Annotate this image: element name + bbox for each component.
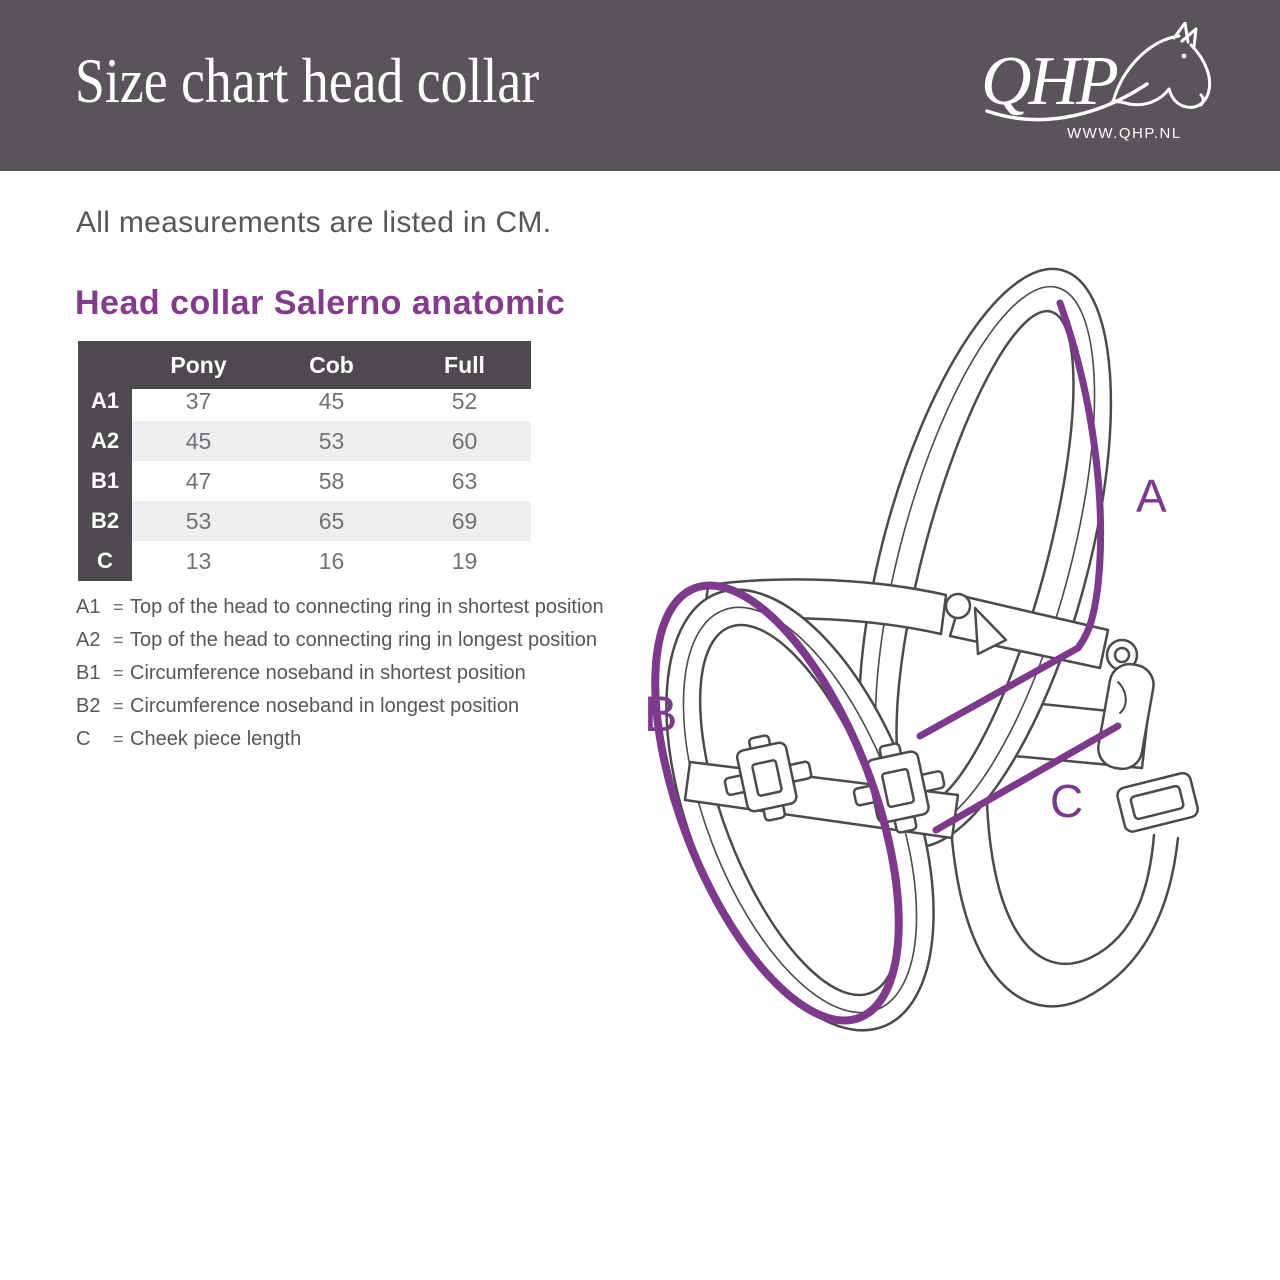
row-label-b2: B2 <box>78 501 132 541</box>
header-bar: Size chart head collar QHP WWW.QHP.NL <box>0 0 1280 171</box>
size-value: 45 <box>132 421 265 461</box>
snap-hook <box>1097 638 1199 833</box>
legend-item-c: C = Cheek piece length <box>76 728 604 761</box>
size-value: 13 <box>185 547 212 574</box>
legend-equals: = <box>113 597 124 617</box>
legend-item-a1: A1 = Top of the head to connecting ring … <box>76 596 604 629</box>
qhp-logo-icon: QHP WWW.QHP.NL <box>981 21 1212 142</box>
legend-desc: Cheek piece length <box>130 728 302 750</box>
row-label-a2: A2 <box>78 421 132 461</box>
row-label-b1: B1 <box>78 461 132 501</box>
product-title: Head collar Salerno anatomic <box>75 284 566 322</box>
measurement-a-line <box>916 299 1105 740</box>
halter-diagram: A B C <box>644 267 1199 1032</box>
column-header-full: Full <box>398 341 531 389</box>
diagram-label-b: B <box>644 686 677 742</box>
legend-equals: = <box>113 630 124 650</box>
legend-key: C <box>76 728 91 750</box>
legend-desc: Top of the head to connecting ring in lo… <box>130 629 597 651</box>
brand-url: WWW.QHP.NL <box>1067 125 1182 142</box>
brand-logo: QHP WWW.QHP.NL <box>975 21 1225 162</box>
page-title: Size chart head collar <box>75 45 540 116</box>
size-value: 69 <box>398 501 531 541</box>
size-value: 58 <box>318 467 345 494</box>
column-header-pony: Pony <box>132 341 265 389</box>
intro-text: All measurements are listed in CM. <box>76 206 552 239</box>
legend-item-a2: A2 = Top of the head to connecting ring … <box>76 629 604 662</box>
size-table: Pony Cob Full A1 37 45 52 A2 45 53 60 B1… <box>78 341 531 581</box>
legend-equals: = <box>113 696 124 716</box>
size-value: 53 <box>132 501 265 541</box>
diagram-label-c: C <box>1050 775 1083 827</box>
legend-desc: Circumference noseband in shortest posit… <box>130 662 526 684</box>
size-value: 16 <box>318 547 345 574</box>
legend-item-b1: B1 = Circumference noseband in shortest … <box>76 662 604 695</box>
legend-item-b2: B2 = Circumference noseband in longest p… <box>76 695 604 728</box>
legend-equals: = <box>113 663 124 683</box>
legend-key: B2 <box>76 695 101 717</box>
legend-desc: Circumference noseband in longest positi… <box>130 695 520 717</box>
size-value: 45 <box>318 387 345 414</box>
diagram-label-a: A <box>1136 470 1167 522</box>
measurement-legend: A1 = Top of the head to connecting ring … <box>76 596 604 761</box>
logo-swoosh <box>985 82 1149 122</box>
size-value: 65 <box>265 501 398 541</box>
size-value: 19 <box>451 547 478 574</box>
row-label-c: C <box>78 541 132 581</box>
legend-equals: = <box>113 729 124 749</box>
halter-line-art <box>665 267 1199 1032</box>
measurement-c-line <box>932 722 1122 834</box>
row-label-a1: A1 <box>78 381 132 421</box>
size-value: 60 <box>398 421 531 461</box>
measurement-overlays <box>651 299 1122 1025</box>
legend-desc: Top of the head to connecting ring in sh… <box>130 596 604 618</box>
size-value: 37 <box>185 387 212 414</box>
column-header-cob: Cob <box>265 341 398 389</box>
measurement-b-ellipse <box>651 581 903 1025</box>
legend-key: A1 <box>76 596 101 618</box>
size-value: 52 <box>451 387 478 414</box>
buckle-icon <box>723 734 813 822</box>
chin-strap <box>948 716 1180 1008</box>
legend-key: B1 <box>76 662 101 684</box>
horse-head-icon <box>1110 21 1212 109</box>
size-value: 47 <box>185 467 212 494</box>
brand-wordmark: QHP <box>981 43 1117 120</box>
size-value: 63 <box>451 467 478 494</box>
size-value: 53 <box>265 421 398 461</box>
legend-key: A2 <box>76 629 101 651</box>
